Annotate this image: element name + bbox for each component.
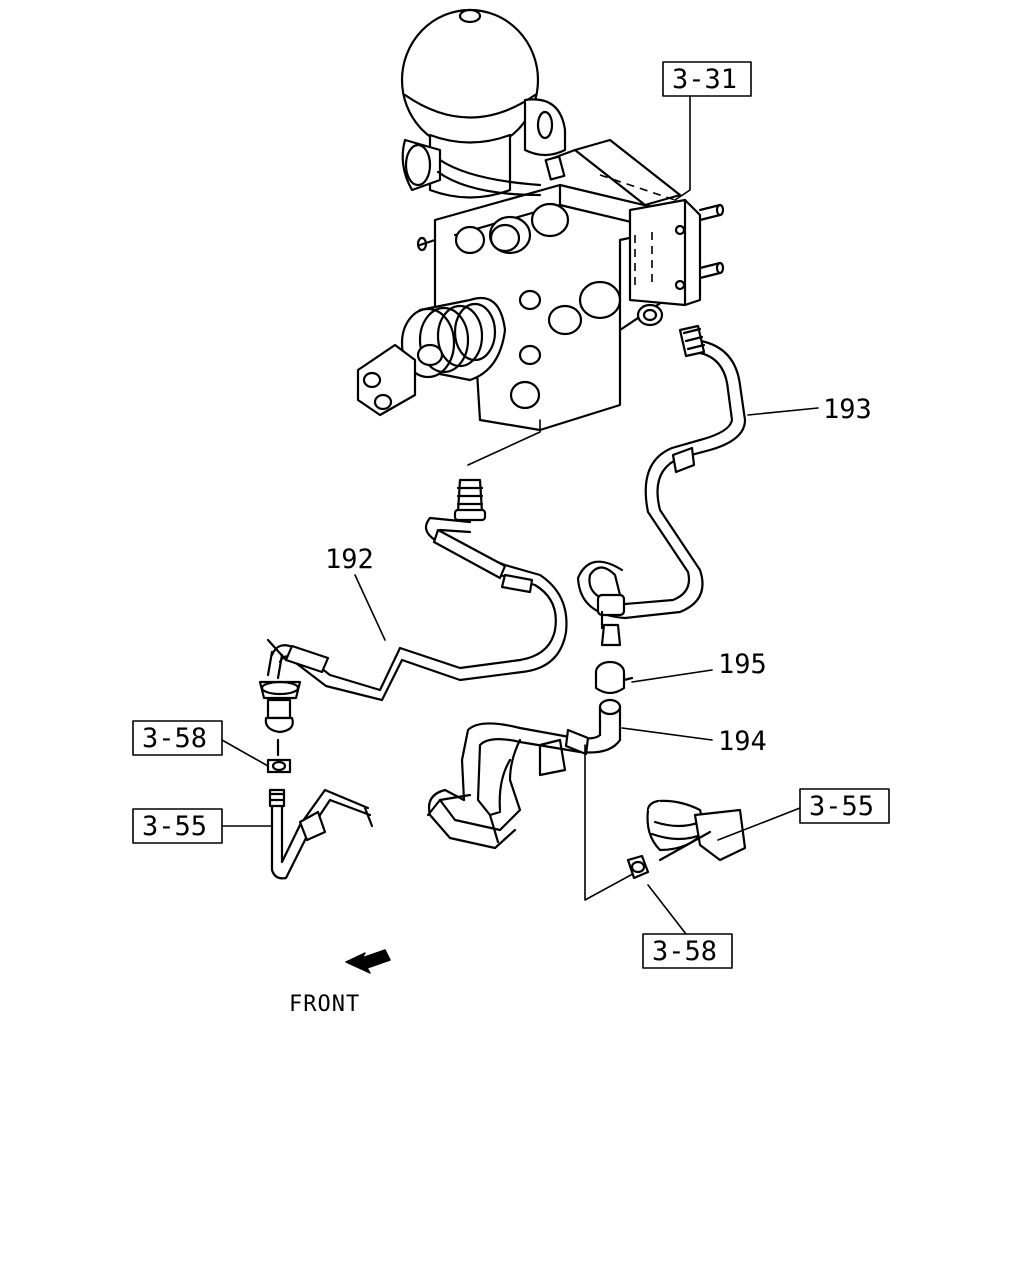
leader-lines [221,95,819,935]
part-label-194: 194 [718,726,767,757]
ref-box-3-31-label: 3-31 [672,64,737,95]
ref-box-3-55-right[interactable]: 3-55 [799,788,890,824]
part-label-195: 195 [718,649,767,680]
hose-194 [426,660,641,901]
lower-left-pipe [266,758,374,880]
front-label: FRONT [289,992,360,1017]
ref-box-3-58-left-label: 3-58 [142,723,207,754]
ref-box-3-58-left[interactable]: 3-58 [132,720,223,756]
ref-box-3-55-left-label: 3-55 [142,811,207,842]
lower-right-bracket [626,799,747,880]
ref-box-3-58-bottom[interactable]: 3-58 [642,933,733,969]
part-label-192: 192 [325,544,374,575]
hydraulic-unit-assembly [356,8,725,432]
ref-box-3-58-bottom-label: 3-58 [652,936,717,967]
front-arrow-icon [345,949,391,974]
pipe-193 [576,324,747,647]
ref-box-3-55-left[interactable]: 3-55 [132,808,223,844]
ref-box-3-55-right-label: 3-55 [809,791,874,822]
part-label-193: 193 [823,394,872,425]
pipe-192 [258,419,568,757]
ref-box-3-31[interactable]: 3-31 [662,61,752,97]
